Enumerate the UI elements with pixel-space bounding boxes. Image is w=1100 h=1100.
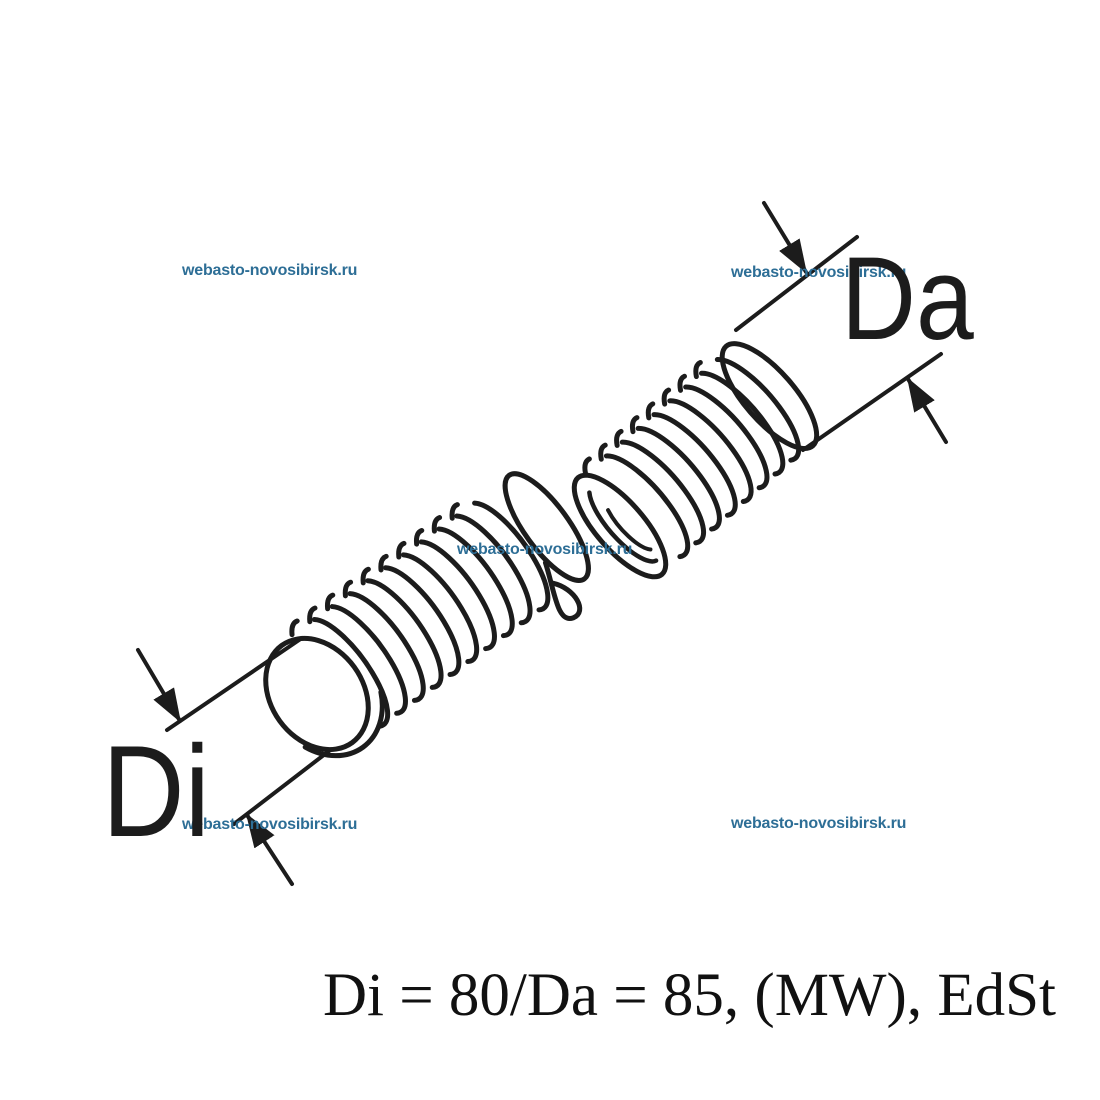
corrugated-hose bbox=[263, 341, 820, 759]
hose-inner-wall-arc-2 bbox=[606, 508, 653, 552]
hose-open-end-outer-edge bbox=[302, 689, 385, 759]
corrugation-arc bbox=[347, 591, 426, 703]
corrugation-top-tick bbox=[661, 387, 672, 407]
corrugation-top-tick bbox=[598, 442, 608, 462]
corrugation-arc bbox=[651, 412, 738, 518]
corrugation-arc bbox=[472, 500, 551, 613]
corrugation-top-tick bbox=[324, 592, 336, 612]
hose-left-end-ring bbox=[502, 471, 591, 583]
watermark-bottom-right: webasto-novosibirsk.ru bbox=[731, 815, 907, 832]
corrugation-arc bbox=[365, 578, 444, 690]
da-upper-arrow bbox=[762, 201, 808, 274]
corrugation-arc bbox=[714, 356, 802, 463]
corrugation-top-tick bbox=[360, 566, 371, 586]
hose-open-end-rim bbox=[263, 635, 371, 753]
corrugation-top-tick bbox=[693, 359, 703, 380]
hose-left-segment bbox=[263, 471, 591, 759]
hose-right-segment bbox=[571, 341, 820, 580]
da-lower-extension-line bbox=[801, 352, 943, 452]
spiral-pigtail bbox=[542, 560, 583, 621]
corrugation-arc bbox=[454, 513, 533, 626]
watermark-top-right: webasto-novosibirsk.ru bbox=[731, 264, 907, 281]
corrugation-top-tick bbox=[582, 456, 592, 476]
corrugation-top-tick bbox=[645, 401, 656, 421]
corrugation-top-tick bbox=[342, 579, 354, 599]
corrugation-top-tick bbox=[396, 540, 407, 560]
corrugation-top-tick bbox=[289, 618, 300, 638]
inner-diameter-label: Di bbox=[102, 718, 211, 864]
dimension-annotations bbox=[136, 201, 948, 886]
corrugation-top-tick bbox=[630, 415, 640, 435]
corrugation-top-tick bbox=[677, 373, 687, 393]
da-upper-extension-line bbox=[734, 235, 859, 332]
watermark-middle: webasto-novosibirsk.ru bbox=[457, 541, 633, 558]
corrugation-arc bbox=[603, 453, 691, 560]
corrugation-arc bbox=[311, 616, 391, 729]
caption: Di = 80/Da = 85, (MW), EdSt bbox=[323, 962, 1056, 1029]
hose-inner-wall-arc bbox=[587, 490, 659, 564]
corrugation-top-tick bbox=[378, 553, 389, 573]
corrugation-arc bbox=[400, 552, 480, 665]
corrugation-arc bbox=[436, 526, 515, 639]
corrugation-top-tick bbox=[431, 515, 443, 534]
corrugation-arc bbox=[383, 565, 462, 677]
da-lower-arrow bbox=[906, 377, 948, 444]
di-upper-arrow bbox=[136, 648, 182, 723]
corrugation-arc bbox=[418, 539, 497, 652]
corrugation-arc bbox=[698, 370, 786, 477]
corrugation-top-tick bbox=[413, 527, 425, 547]
corrugation-arc bbox=[667, 398, 754, 505]
di-upper-extension-line bbox=[165, 636, 304, 732]
corrugation-arc bbox=[619, 439, 707, 546]
hose-right-start-rim bbox=[571, 472, 669, 580]
corrugation-top-tick bbox=[614, 428, 624, 448]
di-lower-extension-line bbox=[232, 749, 331, 826]
watermark-bottom-left: webasto-novosibirsk.ru bbox=[182, 816, 358, 833]
hose-far-end-rim bbox=[719, 341, 820, 452]
corrugation-arc bbox=[329, 604, 408, 716]
corrugation-arc bbox=[683, 384, 770, 491]
outer-diameter-label: Da bbox=[841, 233, 974, 365]
watermark-top-left: webasto-novosibirsk.ru bbox=[182, 262, 358, 279]
corrugation-top-tick bbox=[449, 502, 460, 521]
corrugation-top-tick bbox=[307, 605, 318, 625]
di-lower-arrow bbox=[245, 813, 294, 886]
corrugation-arc bbox=[635, 425, 722, 532]
